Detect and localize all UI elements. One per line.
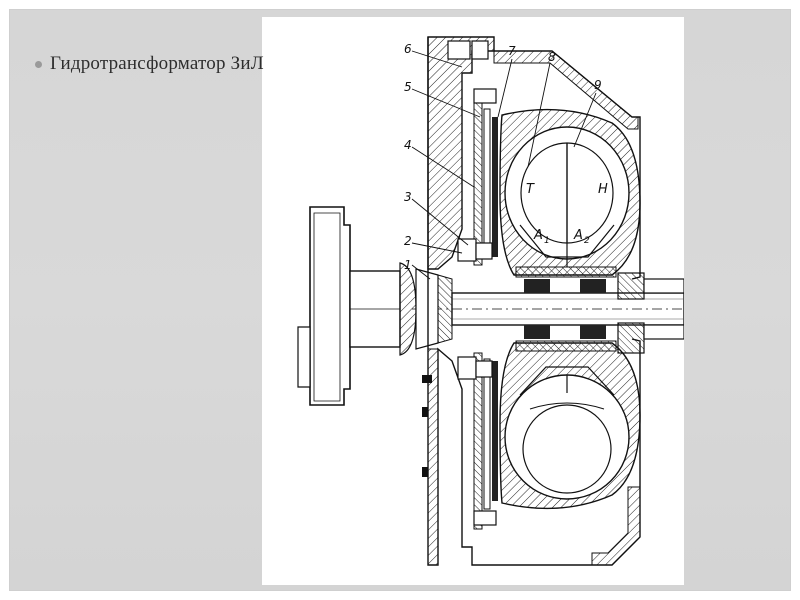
part-label-4: 4 bbox=[404, 138, 412, 152]
rotor-labels: Т Н А 1 А 2 bbox=[526, 182, 608, 246]
bearing-block bbox=[617, 272, 684, 354]
clutch-pack bbox=[457, 88, 498, 530]
upper-torus bbox=[499, 108, 641, 293]
part-label-1: 1 bbox=[404, 258, 412, 272]
part-label-7: 7 bbox=[508, 44, 516, 58]
title-row: Гидротрансформатор ЗиЛ bbox=[35, 53, 264, 75]
lower-torus bbox=[499, 325, 641, 510]
reactor-1-label: А bbox=[533, 228, 543, 243]
shaft bbox=[412, 292, 684, 326]
bullet-icon bbox=[35, 60, 42, 68]
part-label-2: 2 bbox=[404, 234, 412, 248]
part-label-8: 8 bbox=[548, 50, 556, 64]
part-label-5: 5 bbox=[404, 80, 412, 94]
reactor-1-subscript: 1 bbox=[544, 236, 550, 246]
part-label-3: 3 bbox=[404, 190, 412, 204]
reactor-2-subscript: 2 bbox=[584, 236, 590, 246]
part-label-6: 6 bbox=[404, 42, 412, 56]
leader-lines bbox=[411, 50, 597, 280]
part-labels: 1 2 3 4 5 6 7 8 9 bbox=[404, 42, 602, 272]
slide-title: Гидротрансформатор ЗиЛ bbox=[50, 53, 264, 74]
torque-converter-drawing: 1 2 3 4 5 6 7 8 9 Т Н А 1 А 2 bbox=[297, 36, 684, 566]
housing bbox=[422, 36, 641, 566]
part-label-9: 9 bbox=[594, 78, 602, 92]
reactor-2-label: А bbox=[573, 228, 583, 243]
pump-label: Н bbox=[598, 182, 608, 197]
flywheel bbox=[297, 206, 453, 406]
technical-drawing-panel: 1 2 3 4 5 6 7 8 9 Т Н А 1 А 2 bbox=[262, 17, 684, 585]
turbine-label: Т bbox=[526, 182, 535, 197]
